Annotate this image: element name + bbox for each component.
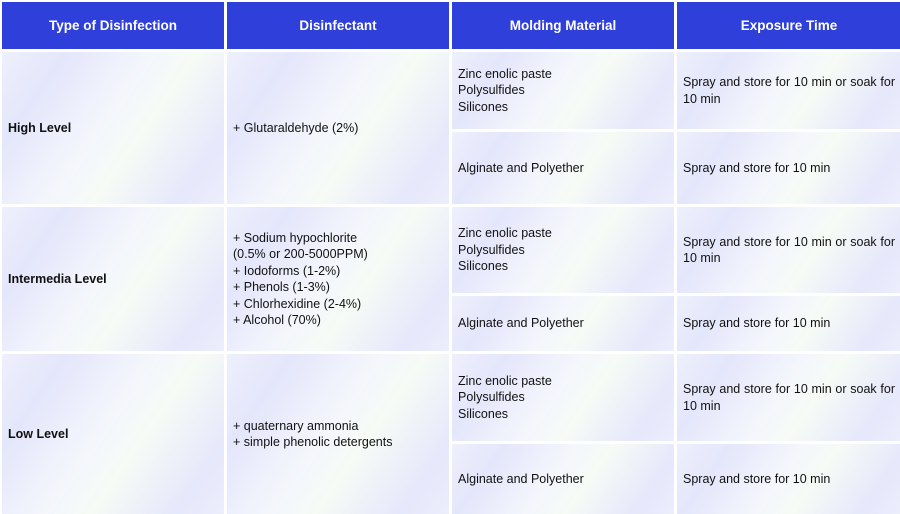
disinfectant-line: + simple phenolic detergents: [233, 435, 393, 449]
exposure-cell: Spray and store for 10 min: [677, 296, 900, 351]
disinfectant-line: + Sodium hypochlorite: [233, 230, 358, 245]
material-cell: Alginate and Polyether: [452, 444, 674, 514]
disinfectant-line: + quaternary ammonia: [233, 418, 359, 433]
material-line: Zinc enolic paste: [458, 373, 552, 388]
disinfectant-line: + Alcohol (70%): [233, 313, 321, 327]
material-line: Polysulfides: [458, 390, 525, 405]
material-cell: Zinc enolic paste Polysulfides Silicones: [452, 207, 674, 293]
disinfectant-line: + Iodoforms (1-2%): [233, 263, 341, 278]
type-cell-high: High Level: [2, 52, 224, 204]
disinfectant-line: + Chlorhexidine (2-4%): [233, 296, 362, 311]
exposure-cell: Spray and store for 10 min or soak for 1…: [677, 52, 900, 129]
type-cell-intermedia: Intermedia Level: [2, 207, 224, 351]
material-cell: Alginate and Polyether: [452, 296, 674, 351]
material-line: Silicones: [458, 406, 509, 421]
disinfectant-cell-low: + quaternary ammonia + simple phenolic d…: [227, 354, 449, 514]
exposure-cell: Spray and store for 10 min or soak for 1…: [677, 207, 900, 293]
material-line: Zinc enolic paste: [458, 66, 552, 81]
header-exposure-time: Exposure Time: [677, 2, 900, 49]
disinfectant-cell-high: + Glutaraldehyde (2%): [227, 52, 449, 204]
disinfectant-line: + Phenols (1-3%): [233, 280, 330, 294]
header-type-of-disinfection: Type of Disinfection: [2, 2, 224, 49]
exposure-cell: Spray and store for 10 min or soak for 1…: [677, 354, 900, 441]
material-cell: Alginate and Polyether: [452, 132, 674, 204]
disinfectant-line: (0.5% or 200-5000PPM): [233, 247, 368, 261]
disinfectant-cell-intermedia: + Sodium hypochlorite (0.5% or 200-5000P…: [227, 207, 449, 351]
disinfectant-line: + Glutaraldehyde (2%): [233, 120, 359, 135]
material-cell: Zinc enolic paste Polysulfides Silicones: [452, 354, 674, 441]
material-line: Polysulfides: [458, 242, 525, 257]
header-disinfectant: Disinfectant: [227, 2, 449, 49]
exposure-cell: Spray and store for 10 min: [677, 132, 900, 204]
material-line: Silicones: [458, 259, 509, 274]
material-cell: Zinc enolic paste Polysulfides Silicones: [452, 52, 674, 129]
type-cell-low: Low Level: [2, 354, 224, 514]
material-line: Polysulfides: [458, 83, 525, 98]
exposure-cell: Spray and store for 10 min: [677, 444, 900, 514]
material-line: Zinc enolic paste: [458, 226, 552, 241]
material-line: Silicones: [458, 99, 509, 114]
header-molding-material: Molding Material: [452, 2, 674, 49]
